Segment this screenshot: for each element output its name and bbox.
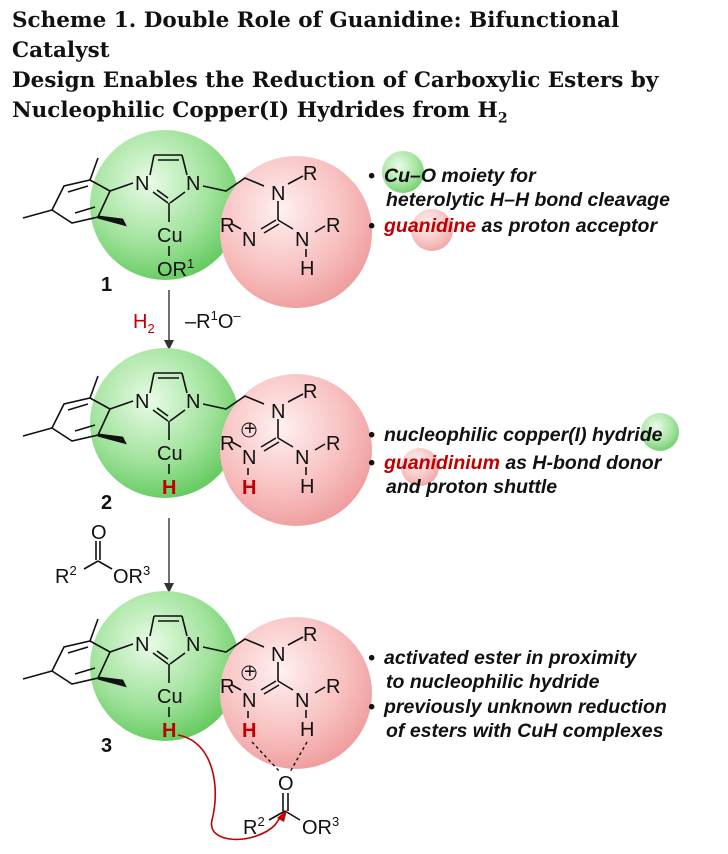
svg-text:N: N (135, 391, 149, 413)
svg-text:R: R (326, 215, 340, 237)
red-sphere-icon (411, 209, 453, 251)
svg-text:R: R (326, 676, 340, 698)
catalyst-1-skeleton (21, 128, 374, 310)
svg-text:N: N (271, 401, 285, 423)
svg-text:Cu: Cu (157, 225, 183, 247)
svg-text:•: • (368, 215, 375, 237)
svg-text:N: N (135, 173, 149, 195)
svg-text:guanidine as proton acceptor: guanidine as proton acceptor (383, 215, 658, 237)
green-sphere-icon (641, 413, 679, 451)
ester-oxygen: O (278, 773, 294, 795)
svg-text:•: • (368, 647, 375, 669)
svg-text:R: R (303, 381, 317, 403)
svg-text:R: R (220, 676, 234, 698)
catalyst-3-skeleton (21, 589, 374, 771)
svg-text:activated ester in proximity: activated ester in proximity (384, 647, 638, 669)
scheme-title: Scheme 1. Double Role of Guanidine: Bifu… (12, 8, 659, 127)
notes-catalyst-3: • activated ester in proximity to nucleop… (368, 647, 667, 742)
svg-text:Cu–O moiety for: Cu–O moiety for (384, 165, 537, 187)
notes-catalyst-2: • nucleophilic copper(I) hydride • guanid… (368, 424, 663, 498)
catalyst-2-skeleton (21, 346, 374, 528)
svg-text:heterolytic H–H bond cleavage: heterolytic H–H bond cleavage (386, 189, 670, 211)
svg-text:of esters with CuH complexes: of esters with CuH complexes (386, 720, 664, 742)
svg-text:OR3: OR3 (302, 814, 339, 839)
svg-text:R2: R2 (55, 563, 77, 588)
svg-text:H: H (242, 720, 256, 742)
svg-text:O: O (91, 522, 107, 544)
svg-text:N: N (186, 173, 200, 195)
svg-text:guanidinium as H-bond donor: guanidinium as H-bond donor (383, 452, 663, 474)
svg-text:N: N (295, 447, 309, 469)
svg-text:N: N (135, 634, 149, 656)
reagent-h2: H2 (133, 311, 155, 336)
compound-label-2: 2 (101, 492, 112, 514)
svg-text:R: R (303, 163, 317, 185)
svg-text:•: • (368, 165, 375, 187)
svg-text:R: R (220, 433, 234, 455)
ester-reagent (83, 541, 113, 570)
svg-text:N: N (242, 447, 256, 469)
svg-text:OR3: OR3 (113, 563, 150, 588)
h-bond-lines (251, 741, 308, 773)
svg-text:N: N (186, 634, 200, 656)
svg-text:to nucleophilic hydride: to nucleophilic hydride (386, 671, 600, 693)
svg-text:R: R (220, 215, 234, 237)
svg-text:+: + (244, 418, 256, 440)
svg-text:N: N (271, 644, 285, 666)
compound-label-1: 1 (101, 274, 112, 296)
svg-text:N: N (186, 391, 200, 413)
svg-text:+: + (244, 661, 256, 683)
svg-text:•: • (368, 696, 375, 718)
svg-text:OR1: OR1 (157, 256, 194, 281)
svg-text:•: • (368, 452, 375, 474)
svg-text:H: H (162, 720, 176, 742)
svg-text:and proton shuttle: and proton shuttle (386, 476, 557, 498)
svg-text:N: N (242, 229, 256, 251)
svg-text:•: • (368, 424, 375, 446)
svg-text:previously unknown reduction: previously unknown reduction (383, 696, 667, 718)
red-sphere-icon (401, 448, 439, 486)
svg-text:R: R (303, 624, 317, 646)
byproduct: –R1O– (185, 308, 241, 333)
svg-text:R2: R2 (243, 814, 265, 839)
svg-text:Cu: Cu (157, 686, 183, 708)
compound-label-3: 3 (101, 735, 112, 757)
svg-text:H: H (242, 477, 256, 499)
bound-ester (268, 793, 301, 821)
hydride-transfer-arrow (177, 734, 283, 841)
green-sphere-icon (382, 151, 424, 193)
svg-text:H: H (300, 258, 314, 280)
svg-text:H: H (162, 477, 176, 499)
svg-text:H: H (300, 719, 314, 741)
svg-text:N: N (271, 183, 285, 205)
notes-catalyst-1: • Cu–O moiety for heterolytic H–H bond cl… (368, 165, 670, 237)
svg-text:N: N (242, 690, 256, 712)
svg-text:Cu: Cu (157, 443, 183, 465)
svg-text:H: H (300, 476, 314, 498)
svg-text:N: N (295, 690, 309, 712)
svg-text:N: N (295, 229, 309, 251)
svg-text:nucleophilic copper(I) hydride: nucleophilic copper(I) hydride (384, 424, 663, 446)
svg-text:R: R (326, 433, 340, 455)
